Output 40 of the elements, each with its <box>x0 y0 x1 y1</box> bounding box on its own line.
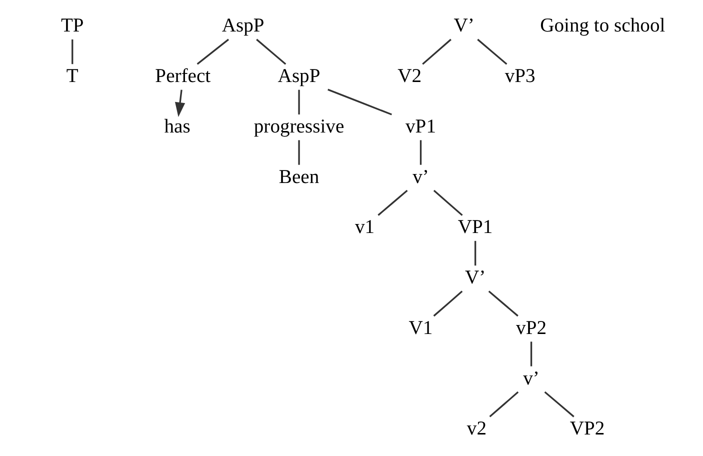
node-text: Going to school <box>540 16 666 37</box>
node-text: AspP <box>278 66 320 88</box>
node-text: TP <box>60 16 84 37</box>
node-text: Perfect <box>155 66 211 88</box>
node-text: has <box>164 116 190 138</box>
node-text: v’ <box>412 166 429 188</box>
node-text: vP3 <box>504 66 536 88</box>
connector <box>433 290 463 317</box>
connector <box>378 190 408 216</box>
connector <box>433 190 463 216</box>
node-text: VP1 <box>458 217 493 238</box>
node-text: vP2 <box>516 318 547 339</box>
connector <box>544 391 574 418</box>
connector <box>256 38 286 65</box>
connector <box>489 391 519 418</box>
connector <box>422 38 452 65</box>
node-text: V’ <box>454 16 474 37</box>
connector <box>477 38 508 65</box>
node-text: v1 <box>355 217 375 238</box>
connector <box>474 240 476 266</box>
connector <box>298 90 300 114</box>
connector <box>72 39 74 64</box>
node-text: Been <box>278 166 320 188</box>
node-text: T <box>66 66 78 88</box>
node-text: progressive <box>254 116 344 138</box>
node-text: v2 <box>466 418 487 440</box>
connector <box>420 140 422 165</box>
node-text: V1 <box>408 318 433 339</box>
connector <box>530 342 532 366</box>
node-text: v’ <box>523 368 540 390</box>
connector <box>298 140 300 165</box>
node-text: V2 <box>398 66 422 88</box>
node-text: VP2 <box>570 418 605 440</box>
connector <box>196 38 230 65</box>
node-text: AspP <box>222 16 264 37</box>
node-text: vP1 <box>406 116 436 138</box>
connector <box>328 88 392 116</box>
node-text: V’ <box>464 268 486 289</box>
arrow <box>174 90 186 117</box>
connector <box>488 290 518 317</box>
